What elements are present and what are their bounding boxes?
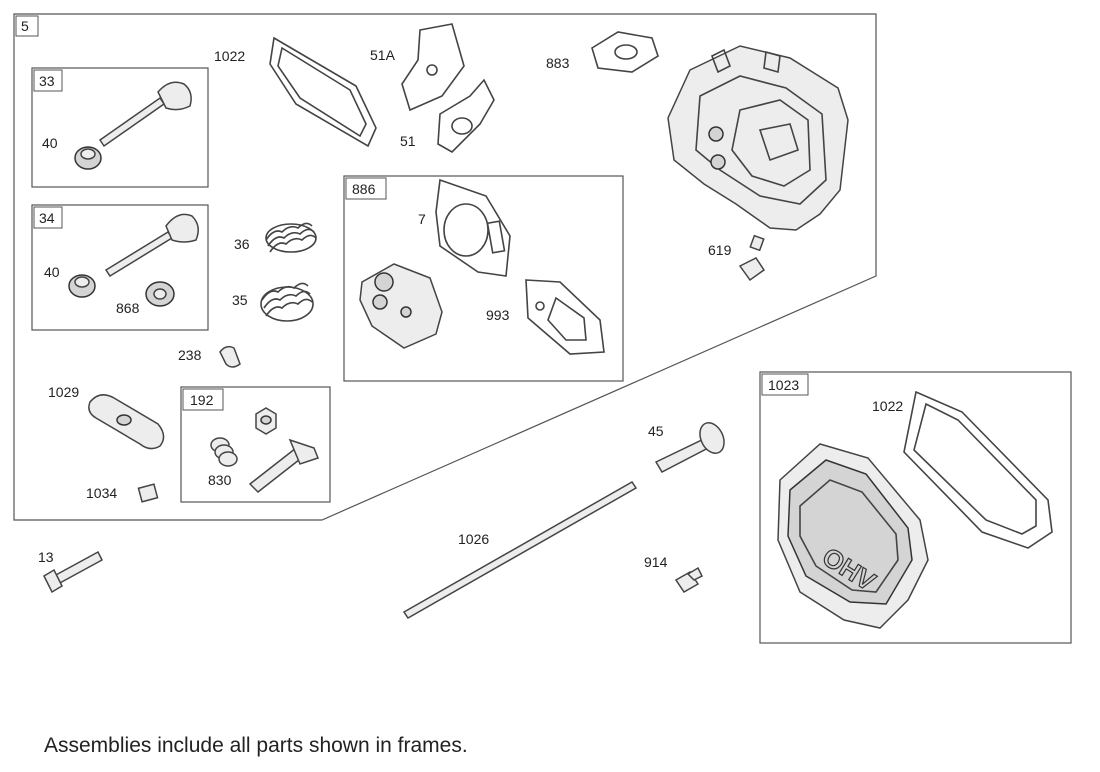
main-assembly-frame [13, 13, 877, 521]
cover-gasket-1022-top [269, 36, 377, 148]
callout-40b: 40 [44, 264, 60, 280]
cylinder-head [667, 45, 849, 231]
exhaust-gasket-993 [525, 279, 605, 355]
frame-33-tag [33, 69, 63, 92]
plug-619 [738, 234, 766, 282]
frame-33-label: 33 [39, 73, 55, 89]
frame-192 [180, 386, 331, 503]
bolt-13 [43, 550, 103, 594]
push-rod-1026 [402, 481, 638, 619]
callout-7: 7 [418, 211, 426, 227]
callout-830: 830 [208, 472, 232, 488]
gasket-51-hole [451, 117, 473, 135]
rocker-hole [116, 414, 132, 426]
frame-886 [343, 175, 624, 382]
callout-1034: 1034 [86, 485, 117, 501]
callout-993: 993 [486, 307, 510, 323]
spring-small [210, 437, 238, 467]
callout-1022-top: 1022 [214, 48, 245, 64]
valve-spring-36 [265, 222, 317, 253]
callout-51: 51 [400, 133, 416, 149]
callout-914: 914 [644, 554, 668, 570]
valve-seal-40b [68, 274, 96, 298]
callout-45: 45 [648, 423, 664, 439]
callout-1029: 1029 [48, 384, 79, 400]
intake-gasket-51 [437, 78, 495, 153]
frame-886-label: 886 [352, 181, 376, 197]
footnote: Assemblies include all parts shown in fr… [44, 734, 468, 757]
frame-5-label: 5 [21, 18, 29, 34]
frame-192-label: 192 [190, 392, 214, 408]
ball-nut-1034 [137, 483, 159, 503]
adjust-nut [255, 407, 277, 435]
callout-36: 36 [234, 236, 250, 252]
frame-33 [31, 67, 209, 188]
callout-868: 868 [116, 300, 140, 316]
frame-1023 [759, 371, 1072, 644]
callout-883: 883 [546, 55, 570, 71]
frame-34-label: 34 [39, 210, 55, 226]
gasket-51a-hole [426, 64, 438, 76]
head-gasket-7 [435, 178, 511, 277]
callout-238: 238 [178, 347, 202, 363]
frame-5-tag [15, 15, 39, 37]
cover-gasket-1022-top-inner [277, 46, 367, 138]
cover-gasket-1022-frame [903, 390, 1053, 549]
valve-seal-40a [74, 146, 102, 170]
exhaust-valve-34 [104, 213, 199, 278]
frame-1023-label: 1023 [768, 377, 799, 393]
rocker-stud-830 [248, 438, 319, 493]
callout-35: 35 [232, 292, 248, 308]
valve-spring-35 [260, 282, 314, 322]
carb-gasket-883 [591, 31, 659, 73]
frame-192-tag [182, 388, 224, 411]
callout-1026: 1026 [458, 531, 489, 547]
push-rod-guide-45 [654, 422, 725, 473]
frame-1023-tag [761, 373, 809, 396]
intake-valve-33 [98, 81, 192, 148]
callout-1022-frame: 1022 [872, 398, 903, 414]
screw-914 [674, 566, 704, 593]
frame-34 [31, 204, 209, 331]
gasket-883-hole [614, 44, 638, 60]
intake-gasket-51a [401, 23, 465, 112]
callout-51a: 51A [370, 47, 396, 63]
callout-40a: 40 [42, 135, 58, 151]
retainer-238 [219, 345, 241, 368]
valve-cover [777, 443, 929, 629]
callout-619: 619 [708, 242, 732, 258]
frame-886-tag [345, 177, 387, 200]
callout-13: 13 [38, 549, 54, 565]
valve-rotator-868 [145, 281, 175, 307]
breather-plate [359, 263, 443, 349]
frame-34-tag [33, 206, 63, 229]
